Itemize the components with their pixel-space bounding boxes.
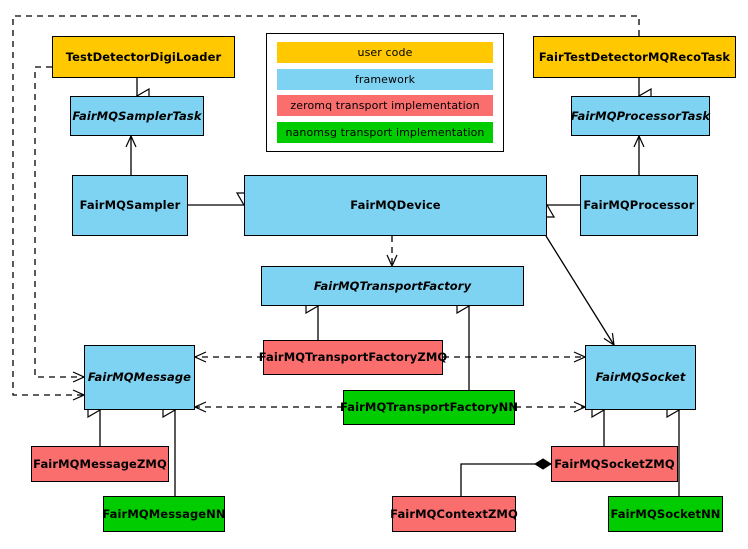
class-box-fairmqsocket[interactable]: FairMQSocket: [585, 345, 696, 410]
legend: user code framework zeromq transport imp…: [266, 33, 504, 152]
class-box-fairmqsocketzmq[interactable]: FairMQSocketZMQ: [551, 446, 678, 482]
class-box-fairmqmessagenn[interactable]: FairMQMessageNN: [102, 496, 226, 532]
legend-item-framework: framework: [277, 68, 493, 90]
class-box-fairmqsampler[interactable]: FairMQSampler: [72, 175, 188, 236]
class-box-testdetectordigiloader[interactable]: TestDetectorDigiLoader: [52, 36, 235, 78]
class-box-fairmqsamplertask[interactable]: FairMQSamplerTask: [70, 96, 204, 136]
class-box-fairmqdevice[interactable]: FairMQDevice: [244, 175, 547, 236]
edge-recotask-to-message: [12, 15, 640, 395]
class-box-fairtestdetectormqrecotask[interactable]: FairTestDetectorMQRecoTask: [533, 36, 736, 78]
legend-item-zeromq: zeromq transport implementation: [277, 95, 493, 117]
class-box-fairmqmessage[interactable]: FairMQMessage: [84, 345, 195, 410]
class-box-fairmqcontextzmq[interactable]: FairMQContextZMQ: [390, 496, 518, 532]
class-box-fairmqtransportfactorynn[interactable]: FairMQTransportFactoryNN: [340, 390, 518, 425]
edge-socketzmq-composition-contextzmq: [460, 458, 552, 496]
legend-item-user-code: user code: [277, 42, 493, 63]
legend-item-nanomsg: nanomsg transport implementation: [277, 121, 493, 143]
class-box-fairmqsocketnn[interactable]: FairMQSocketNN: [608, 496, 723, 532]
class-box-fairmqprocessor[interactable]: FairMQProcessor: [580, 175, 698, 236]
class-box-fairmqprocessortask[interactable]: FairMQProcessorTask: [571, 96, 710, 136]
class-box-fairmqtransportfactoryzmq[interactable]: FairMQTransportFactoryZMQ: [259, 340, 447, 375]
edge-device-to-socket: [545, 235, 614, 345]
class-box-fairmqmessagezmq[interactable]: FairMQMessageZMQ: [31, 446, 169, 482]
class-box-fairmqtransportfactory[interactable]: FairMQTransportFactory: [261, 266, 524, 306]
